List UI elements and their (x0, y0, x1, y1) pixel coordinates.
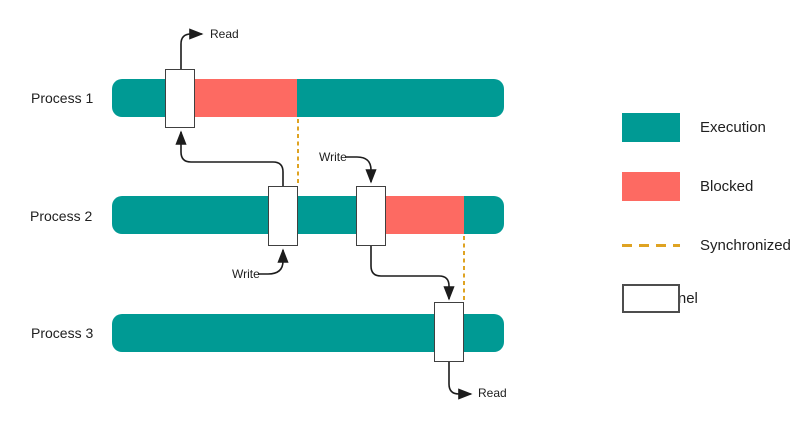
write-arrow-process2-right (346, 156, 377, 184)
read-label-process3: Read (478, 386, 507, 400)
channel-process1 (165, 69, 195, 128)
read-arrow-process3 (448, 362, 473, 400)
channel-process3 (434, 302, 464, 362)
execution-swatch (622, 113, 680, 142)
process-1-blocked-segment (180, 79, 297, 117)
legend-label-blocked: Blocked (700, 178, 754, 195)
channel-swatch (622, 284, 680, 313)
synchronized-dash-swatch (622, 244, 680, 247)
process-2-label: Process 2 (30, 208, 93, 224)
legend-item-channel: Channel (622, 284, 698, 313)
write-arrow-process2-left (258, 248, 289, 275)
process-1-label: Process 1 (31, 90, 94, 106)
connector-p2channel-to-p3channel (370, 246, 455, 301)
connector-p2channel-to-p1channel (175, 130, 284, 186)
write-label-process2-left: Write (232, 267, 260, 281)
read-label-process1: Read (210, 27, 239, 41)
legend-label-synchronized: Synchronized (700, 237, 791, 254)
legend-item-execution: Execution (622, 113, 766, 142)
blocked-swatch (622, 172, 680, 201)
legend-item-synchronized: Synchronized (622, 231, 791, 260)
write-label-process2-right: Write (319, 150, 347, 164)
channel-process2-left (268, 186, 298, 246)
legend-label-execution: Execution (700, 119, 766, 136)
legend-item-blocked: Blocked (622, 172, 753, 201)
read-arrow-process1 (180, 28, 204, 69)
channel-process2-right (356, 186, 386, 246)
process-3-label: Process 3 (31, 325, 94, 341)
